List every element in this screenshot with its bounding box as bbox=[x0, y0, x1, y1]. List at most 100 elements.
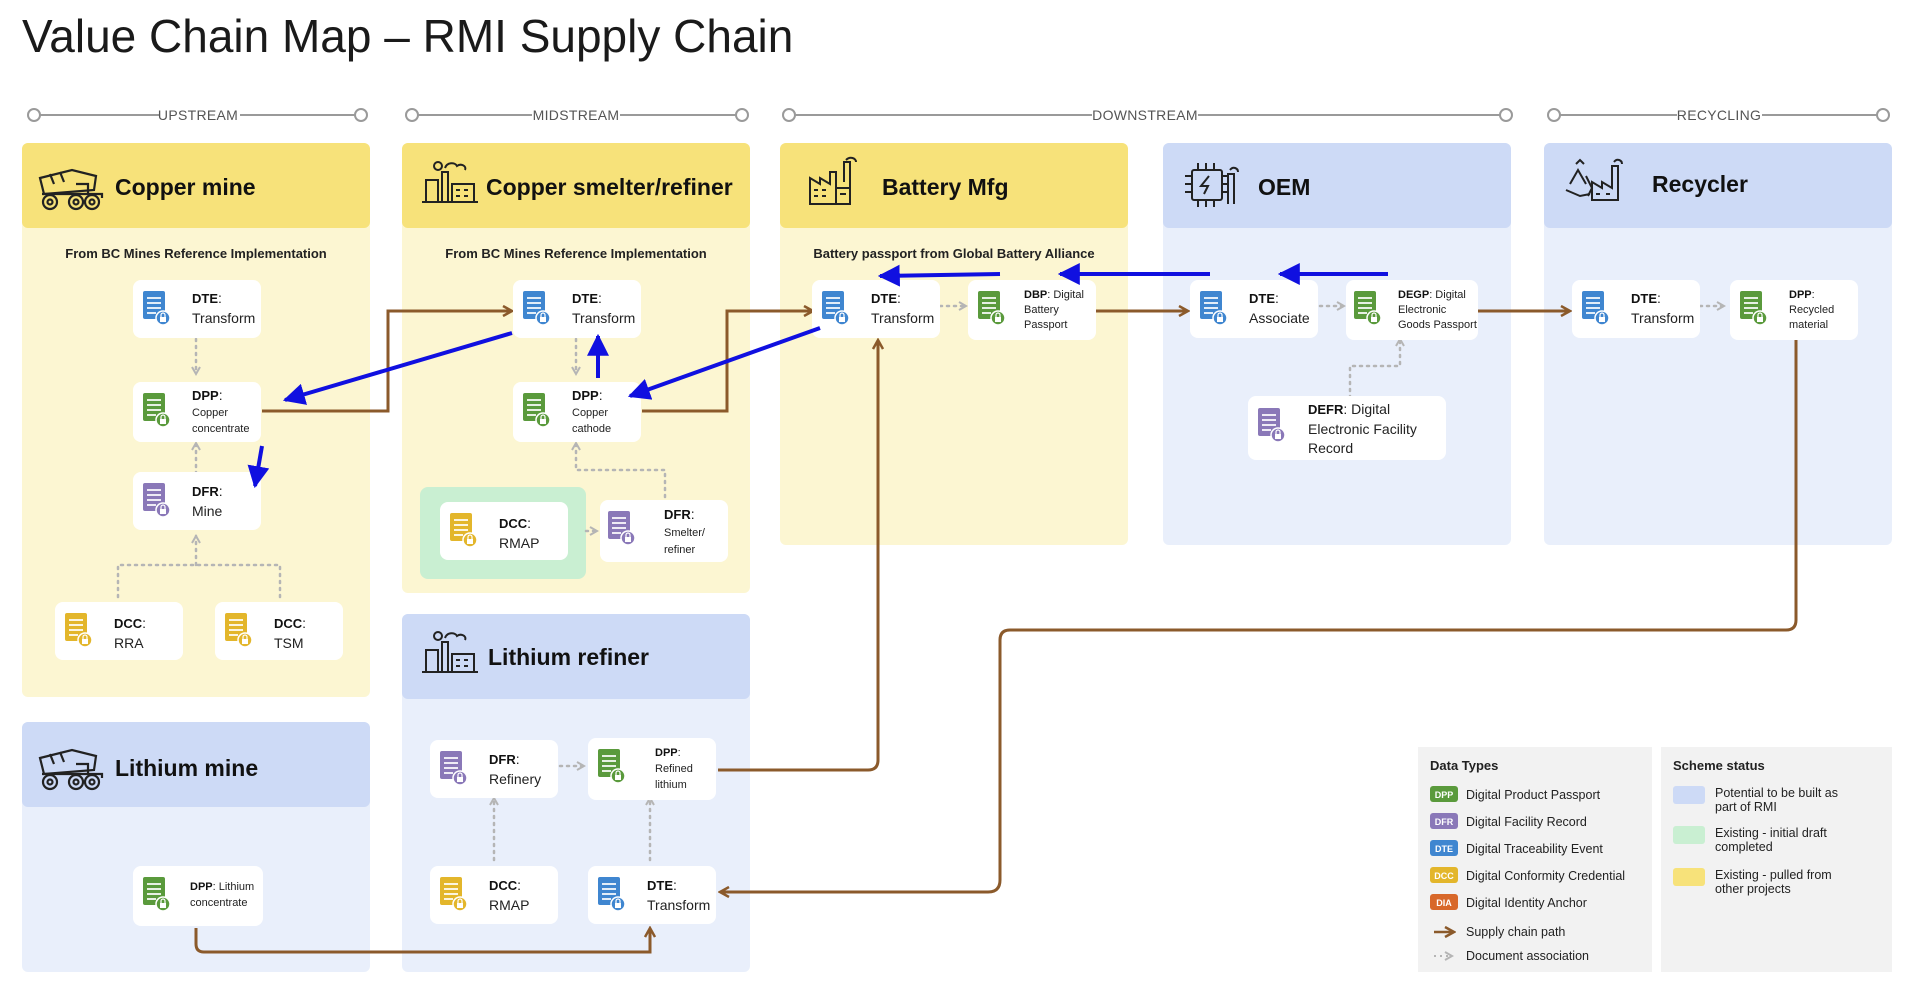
lane-title: Copper mine bbox=[115, 174, 256, 200]
svg-text:Potential to be built as: Potential to be built as bbox=[1715, 786, 1838, 800]
svg-text:Digital Facility Record: Digital Facility Record bbox=[1466, 815, 1587, 829]
svg-text:Transform: Transform bbox=[572, 310, 635, 326]
legend-status-initial-draft: Existing - initial draft completed bbox=[1673, 826, 1827, 854]
node-dte-transform[interactable]: DTE: Transform bbox=[812, 280, 940, 338]
svg-text:Existing - initial draft: Existing - initial draft bbox=[1715, 826, 1827, 840]
svg-text:completed: completed bbox=[1715, 840, 1773, 854]
node-dte-transform[interactable]: DTE: Transform bbox=[588, 866, 716, 924]
lane-source: From BC Mines Reference Implementation bbox=[445, 246, 707, 261]
lane-source: Battery passport from Global Battery All… bbox=[813, 246, 1094, 261]
lane-recycler: Recycler bbox=[1544, 143, 1892, 545]
svg-text:Passport: Passport bbox=[1024, 319, 1067, 331]
svg-text:Supply chain path: Supply chain path bbox=[1466, 925, 1565, 939]
svg-text:DTE:: DTE: bbox=[1631, 290, 1661, 306]
svg-text:DPP:: DPP: bbox=[655, 747, 681, 759]
svg-text:DEFR: Digital: DEFR: Digital bbox=[1308, 401, 1390, 417]
node-dcc-rmap[interactable]: DCC: RMAP bbox=[440, 502, 568, 560]
node-defr-digital-electronic-facility-record[interactable]: DEFR: Digital Electronic Facility Record bbox=[1248, 396, 1446, 460]
node-dcc-rmap[interactable]: DCC: RMAP bbox=[430, 866, 558, 924]
lane-title: Battery Mfg bbox=[882, 174, 1009, 200]
node-dfr-smelter-refiner[interactable]: DFR: Smelter/ refiner bbox=[600, 500, 728, 562]
svg-text:DFR:: DFR: bbox=[664, 506, 695, 522]
svg-text:concentrate: concentrate bbox=[192, 423, 249, 435]
svg-text:DCC: DCC bbox=[1434, 871, 1454, 881]
svg-text:Electronic: Electronic bbox=[1398, 304, 1447, 316]
svg-text:RMAP: RMAP bbox=[499, 535, 539, 551]
svg-text:Transform: Transform bbox=[647, 897, 710, 913]
lane-title: Lithium refiner bbox=[488, 644, 649, 670]
svg-text:Data Types: Data Types bbox=[1430, 758, 1498, 773]
svg-text:Digital Identity Anchor: Digital Identity Anchor bbox=[1466, 896, 1587, 910]
stage-recycling: RECYCLING bbox=[1677, 107, 1761, 123]
svg-text:TSM: TSM bbox=[274, 635, 304, 651]
svg-text:DEGP: Digital: DEGP: Digital bbox=[1398, 289, 1466, 301]
node-dte-associate[interactable]: DTE: Associate bbox=[1190, 280, 1318, 338]
stage-midstream: MIDSTREAM bbox=[533, 107, 620, 123]
legend-item-dcc: DCC Digital Conformity Credential bbox=[1430, 867, 1625, 883]
legend-item-supply-path: Supply chain path bbox=[1434, 925, 1565, 939]
node-dpp-refined-lithium[interactable]: DPP: Refined lithium bbox=[588, 738, 716, 800]
svg-text:DPP:: DPP: bbox=[192, 387, 223, 403]
lane-title: Recycler bbox=[1652, 171, 1748, 197]
svg-text:Digital Traceability Event: Digital Traceability Event bbox=[1466, 842, 1603, 856]
svg-text:other projects: other projects bbox=[1715, 882, 1791, 896]
node-dfr-mine[interactable]: DFR: Mine bbox=[133, 472, 261, 530]
page-title: Value Chain Map – RMI Supply Chain bbox=[22, 10, 793, 62]
svg-text:Mine: Mine bbox=[192, 503, 223, 519]
svg-text:Refined: Refined bbox=[655, 763, 693, 775]
svg-text:Transform: Transform bbox=[1631, 310, 1694, 326]
svg-text:lithium: lithium bbox=[655, 779, 687, 791]
lane-oem: OEM bbox=[1163, 143, 1511, 545]
node-dfr-refinery[interactable]: DFR: Refinery bbox=[430, 740, 558, 798]
node-dte-transform[interactable]: DTE: Transform bbox=[1572, 280, 1700, 338]
svg-text:DFR: DFR bbox=[1435, 817, 1454, 827]
svg-text:Digital Conformity Credential: Digital Conformity Credential bbox=[1466, 869, 1625, 883]
stage-band-midstream bbox=[405, 108, 749, 122]
node-dbp-digital-battery-passport[interactable]: DBP: Digital Battery Passport bbox=[968, 280, 1096, 340]
svg-text:DTE:: DTE: bbox=[192, 290, 222, 306]
svg-text:Copper: Copper bbox=[572, 407, 608, 419]
svg-text:Goods Passport: Goods Passport bbox=[1398, 319, 1477, 331]
svg-text:DPP:: DPP: bbox=[1789, 289, 1815, 301]
svg-text:RMAP: RMAP bbox=[489, 897, 529, 913]
svg-text:DPP: DPP bbox=[1435, 790, 1454, 800]
stage-band-downstream bbox=[782, 108, 1513, 122]
svg-text:Recycled: Recycled bbox=[1789, 304, 1834, 316]
svg-text:DFR:: DFR: bbox=[192, 483, 223, 499]
svg-text:Refinery: Refinery bbox=[489, 771, 541, 787]
lane-title: OEM bbox=[1258, 174, 1310, 200]
node-dpp-recycled-material[interactable]: DPP: Recycled material bbox=[1730, 280, 1858, 340]
svg-text:DTE:: DTE: bbox=[647, 877, 677, 893]
lane-source: From BC Mines Reference Implementation bbox=[65, 246, 327, 261]
node-dpp-lithium-concentrate[interactable]: DPP: Lithium concentrate bbox=[133, 866, 263, 926]
node-dpp-copper-cathode[interactable]: DPP: Copper cathode bbox=[513, 382, 641, 442]
svg-text:Transform: Transform bbox=[871, 310, 934, 326]
svg-text:Associate: Associate bbox=[1249, 310, 1310, 326]
svg-text:Record: Record bbox=[1308, 440, 1353, 456]
svg-text:Existing - pulled from: Existing - pulled from bbox=[1715, 868, 1832, 882]
legend-item-dte: DTE Digital Traceability Event bbox=[1430, 840, 1603, 856]
node-dpp-copper-concentrate[interactable]: DPP: Copper concentrate bbox=[133, 382, 261, 442]
lane-title: Copper smelter/refiner bbox=[486, 174, 733, 200]
svg-text:DTE:: DTE: bbox=[572, 290, 602, 306]
legend-item-dpp: DPP Digital Product Passport bbox=[1430, 786, 1601, 802]
node-dcc-tsm[interactable]: DCC: TSM bbox=[215, 602, 343, 660]
lane-battery: Battery Mfg Battery passport from Global… bbox=[780, 143, 1128, 545]
svg-text:Scheme status: Scheme status bbox=[1673, 758, 1765, 773]
svg-text:Copper: Copper bbox=[192, 407, 228, 419]
svg-text:concentrate: concentrate bbox=[190, 897, 247, 909]
legend-item-dfr: DFR Digital Facility Record bbox=[1430, 813, 1587, 829]
node-dte-transform[interactable]: DTE: Transform bbox=[513, 280, 641, 338]
svg-text:material: material bbox=[1789, 319, 1828, 331]
legend-item-document-association: Document association bbox=[1434, 949, 1589, 963]
svg-text:DPP:: DPP: bbox=[572, 387, 603, 403]
document-associations bbox=[116, 306, 1724, 862]
svg-text:DCC:: DCC: bbox=[499, 515, 531, 531]
stage-upstream: UPSTREAM bbox=[158, 107, 238, 123]
node-dte-transform[interactable]: DTE: Transform bbox=[133, 280, 261, 338]
node-dcc-rra[interactable]: DCC: RRA bbox=[55, 602, 183, 660]
svg-text:DTE:: DTE: bbox=[1249, 290, 1279, 306]
svg-text:Document association: Document association bbox=[1466, 949, 1589, 963]
node-degp-digital-electronic-goods-passport[interactable]: DEGP: Digital Electronic Goods Passport bbox=[1346, 280, 1478, 340]
